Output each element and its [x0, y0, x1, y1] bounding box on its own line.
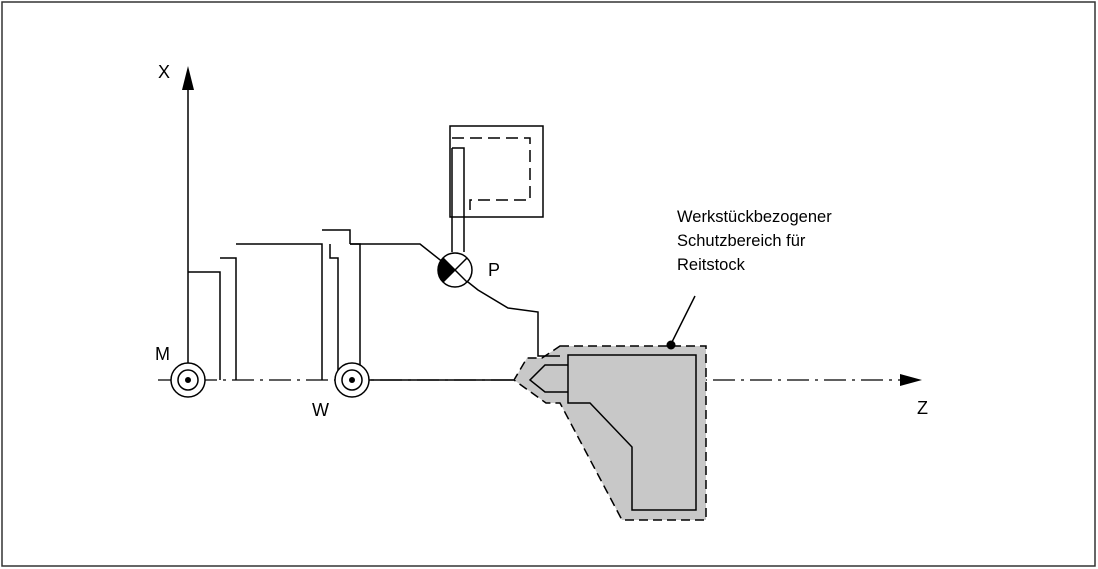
- tool-holder: [449, 125, 544, 252]
- tailstock-protection-zone: [513, 345, 707, 521]
- tailstock-center: [528, 364, 568, 393]
- x-axis-label: X: [158, 62, 170, 82]
- tool-point-symbol: P: [437, 252, 500, 288]
- chuck: [188, 229, 361, 380]
- annotation-dot: [666, 340, 676, 350]
- z-axis-arrowhead: [900, 374, 922, 386]
- workpiece-zero-label: W: [312, 400, 329, 420]
- z-axis-label: Z: [917, 398, 928, 418]
- x-axis: X: [158, 62, 194, 380]
- x-axis-arrowhead: [182, 66, 194, 90]
- annotation-leader: [670, 295, 696, 345]
- machine-zero-label: M: [155, 344, 170, 364]
- workpiece-profile: [350, 243, 560, 357]
- annotation-line-1: Werkstückbezogener: [677, 208, 832, 226]
- tailstock-body: [567, 354, 697, 511]
- annotation-line-3: Reitstock: [677, 256, 746, 274]
- workpiece-zero-symbol: W: [312, 362, 370, 420]
- machine-zero-symbol: M: [155, 344, 206, 398]
- annotation-line-2: Schutzbereich für: [677, 232, 806, 250]
- tool-point-label: P: [488, 260, 500, 280]
